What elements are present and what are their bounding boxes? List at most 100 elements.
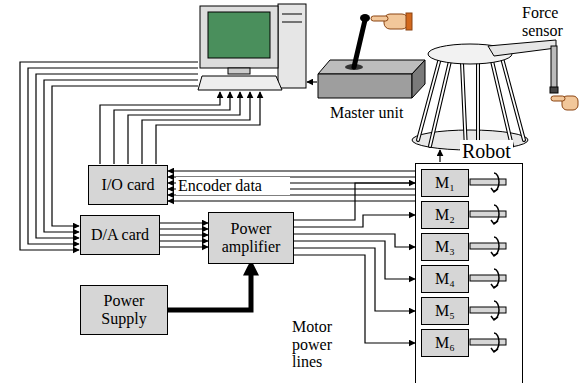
robot-illustration	[476, 63, 480, 150]
master-unit-icon	[318, 14, 425, 98]
computer-wires	[439, 150, 440, 162]
robot-illustration	[418, 58, 524, 150]
box-label: D/A card	[91, 226, 149, 244]
connector-line	[160, 228, 208, 229]
robot-illustration	[477, 63, 479, 150]
robot-illustration	[430, 61, 450, 146]
motor-shaft	[494, 173, 499, 191]
motor-box: M₃	[421, 233, 469, 261]
signal-lines	[168, 171, 415, 201]
motor-shaft	[494, 237, 499, 255]
box-label: M₂	[435, 206, 455, 224]
computer-wires	[156, 92, 260, 164]
robot-illustration	[492, 61, 512, 146]
connector-line	[168, 266, 251, 310]
computer-icon	[282, 14, 302, 15]
motor-shaft	[470, 211, 506, 217]
motor-shaft	[494, 205, 499, 223]
motor-box: M₁	[421, 169, 469, 197]
computer-icon	[228, 68, 250, 74]
robot-illustration	[492, 61, 512, 146]
hand-icon	[551, 96, 565, 101]
motor-box: M₂	[421, 201, 469, 229]
master-unit-icon	[360, 14, 370, 22]
device-label: Master unit	[330, 104, 430, 122]
hand-icon	[371, 13, 412, 30]
master-unit-icon	[412, 60, 425, 98]
motor-shaft	[470, 173, 506, 352]
connector-line	[168, 200, 415, 201]
master-unit-icon	[354, 20, 365, 67]
hardware-box: Power Supply	[80, 285, 168, 335]
box-heading: Robot	[460, 140, 513, 162]
robot-illustration	[418, 58, 440, 140]
robot-illustration	[462, 63, 466, 150]
box-label: M₃	[435, 238, 455, 256]
hand-icon	[406, 13, 412, 30]
motor-shaft	[491, 252, 498, 256]
computer-icon	[198, 76, 282, 90]
computer-wires	[128, 92, 240, 164]
computer-wires	[307, 81, 317, 82]
connector-line	[160, 240, 208, 241]
power-feed-arrow	[168, 266, 251, 310]
motor-shaft	[491, 284, 498, 288]
edge-label: Encoder data	[176, 177, 290, 195]
master-unit-icon	[318, 60, 425, 74]
computer-icon	[198, 4, 306, 90]
computer-wires	[142, 92, 250, 164]
motor-shaft	[470, 275, 506, 281]
robot-illustration	[488, 40, 556, 56]
motor-shaft	[494, 269, 499, 287]
signal-lines	[160, 223, 208, 247]
motor-shaft	[470, 339, 506, 345]
robot-illustration	[550, 87, 558, 93]
computer-icon	[282, 22, 302, 23]
hardware-box: D/A card	[80, 215, 160, 255]
motor-shaft	[491, 188, 498, 192]
computer-wires	[36, 74, 198, 238]
hand-icon	[551, 96, 578, 110]
motor-box: M₄	[421, 265, 469, 293]
box-label: Power amplifier	[209, 220, 293, 255]
connector-line	[160, 246, 208, 247]
motor-box: M₅	[421, 297, 469, 325]
connector-line	[160, 222, 208, 223]
box-label: Power Supply	[81, 292, 167, 327]
box-label: M₄	[435, 270, 455, 288]
motor-shaft	[470, 307, 506, 313]
connector-line	[294, 215, 415, 227]
motor-shaft	[491, 316, 498, 320]
box-label: I/O card	[102, 176, 155, 194]
sensor-label: Force sensor	[522, 4, 580, 39]
hand-icon	[371, 16, 388, 21]
computer-wires	[114, 92, 230, 164]
robot-illustration	[502, 58, 524, 140]
computer-icon	[208, 12, 270, 58]
box-label: M₅	[435, 302, 455, 320]
robot-illustration	[412, 40, 558, 150]
box-label: M₁	[435, 174, 455, 192]
connector-line	[168, 170, 415, 171]
robot-illustration	[418, 58, 440, 140]
hardware-box: I/O card	[88, 165, 168, 205]
robot-illustration	[430, 61, 450, 146]
computer-icon	[278, 4, 306, 88]
motor-shaft	[494, 301, 499, 319]
robot-motor-box: RobotM₁M₂M₃M₄M₅M₆	[415, 163, 523, 383]
robot-illustration	[551, 46, 557, 88]
connector-line	[294, 248, 415, 311]
hardware-box: Power amplifier	[208, 212, 294, 264]
computer-icon	[200, 6, 278, 68]
computer-wires	[44, 80, 198, 232]
robot-illustration	[418, 58, 524, 150]
connector-line	[294, 241, 415, 279]
robot-illustration	[502, 58, 524, 140]
edge-label: Motor power lines	[290, 318, 356, 371]
robot-illustration	[462, 63, 466, 150]
motor-shaft	[470, 179, 506, 185]
motor-shaft	[470, 243, 506, 249]
computer-wires	[100, 92, 220, 164]
computer-wires	[52, 86, 198, 226]
motor-box: M₆	[421, 329, 469, 357]
